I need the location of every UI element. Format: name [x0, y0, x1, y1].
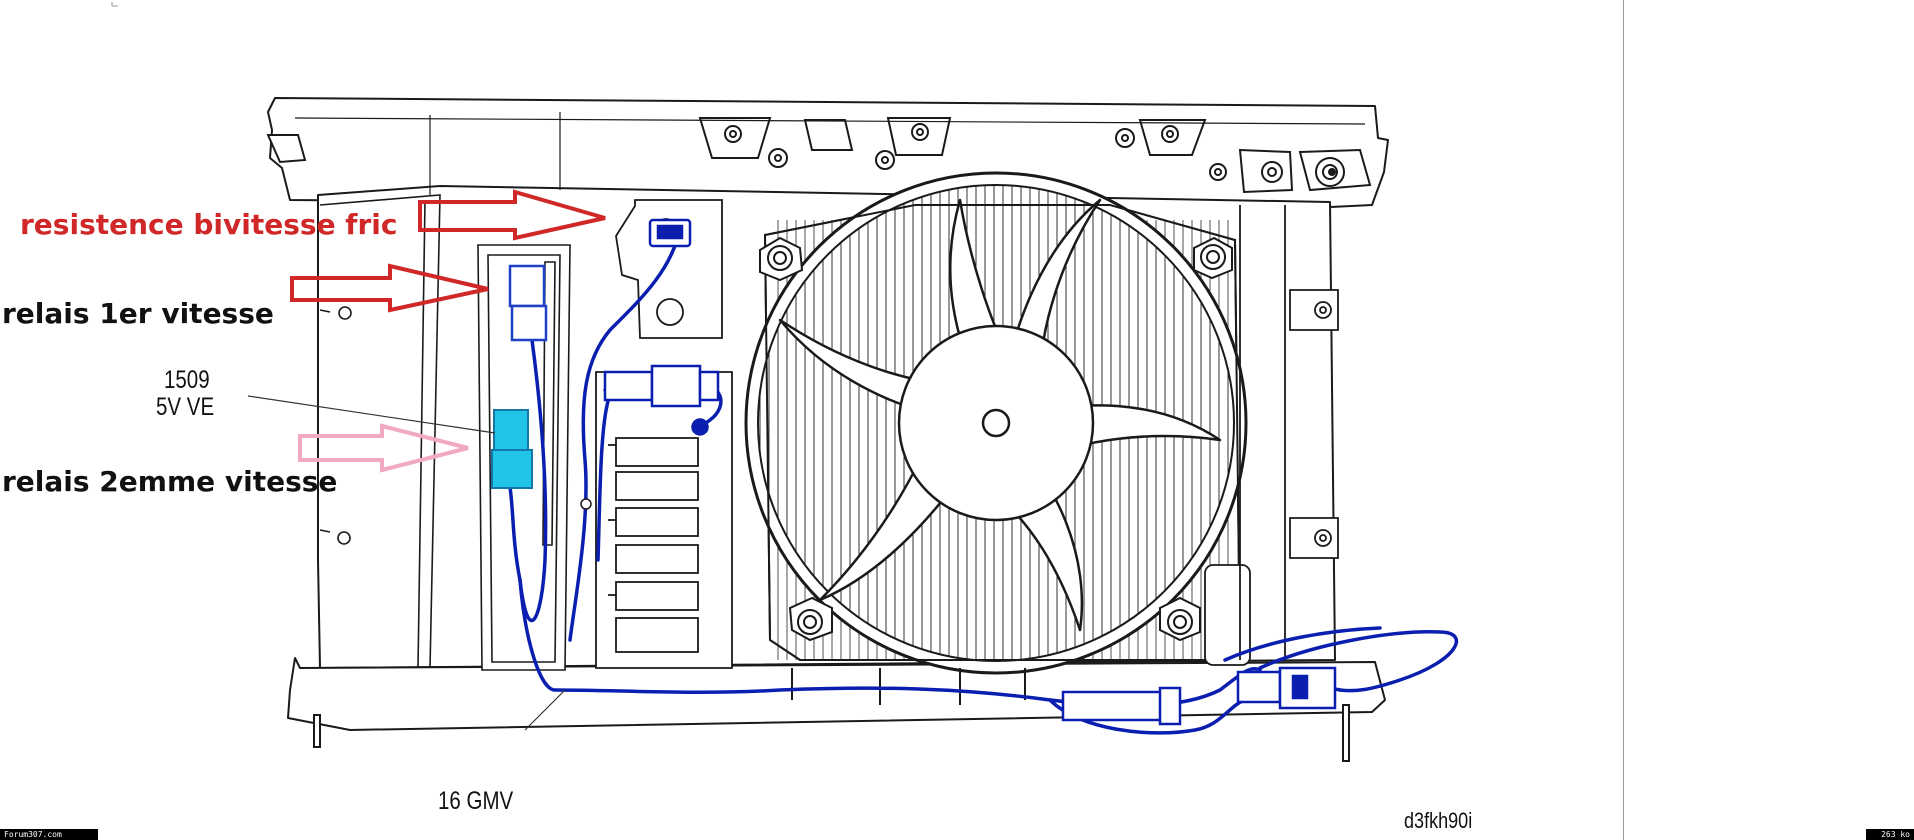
- annotation-resistance: resistence bivitesse fric: [20, 208, 398, 241]
- right-side-detail: [1204, 205, 1339, 666]
- shroud-mounts: [759, 236, 1233, 642]
- relay-first-speed: [508, 264, 548, 342]
- relay-second-speed: [491, 409, 533, 489]
- arrow-to-relay-second: [298, 423, 469, 473]
- page-corner-mark: [111, 2, 118, 7]
- source-badge: Forum307.com: [0, 829, 98, 840]
- callout-component-code: 1509: [164, 366, 210, 394]
- left-side-panel: [319, 194, 441, 669]
- arrow-to-resistor: [418, 189, 606, 241]
- harness-connectors: [603, 218, 1337, 726]
- fuse-block: [595, 371, 733, 669]
- fan-hub: [897, 324, 1095, 522]
- page-divider: [1623, 0, 1624, 840]
- mount-legs: [313, 668, 1350, 762]
- leader-lines: [247, 395, 566, 731]
- size-badge: 263 ko: [1866, 829, 1914, 840]
- callout-component-desc: 5V VE: [156, 393, 215, 421]
- top-bracket-details: [266, 117, 1372, 194]
- arrow-to-relay-first: [290, 263, 489, 313]
- figure-reference: d3fkh90i: [1404, 808, 1473, 833]
- annotation-relay-second: relais 2emme vitesse: [2, 465, 338, 498]
- callout-harness-code: 16 GMV: [438, 787, 514, 815]
- annotation-relay-first: relais 1er vitesse: [2, 297, 274, 330]
- harness-junctions: [580, 418, 709, 510]
